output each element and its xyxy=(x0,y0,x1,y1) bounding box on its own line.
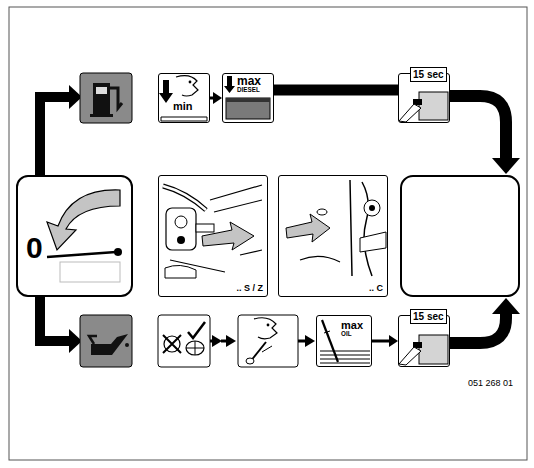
level-label: max DIESEL xyxy=(237,75,273,93)
fuel-tank xyxy=(226,98,270,119)
flow-line xyxy=(221,340,228,343)
pump-body xyxy=(360,232,386,252)
face-profile xyxy=(176,76,198,96)
hand-arrow xyxy=(202,222,254,250)
fuel-level xyxy=(226,98,270,102)
oil-drop xyxy=(125,343,129,347)
dipstick-grip xyxy=(246,358,254,364)
arrow-head xyxy=(492,158,520,174)
step-code: .. C xyxy=(369,284,383,293)
drum xyxy=(186,341,204,355)
down-arrow xyxy=(224,76,235,93)
flow-band xyxy=(40,297,71,341)
item xyxy=(164,336,180,352)
flow-band xyxy=(450,312,506,343)
pipe-line xyxy=(300,256,340,262)
hose xyxy=(163,186,206,210)
level-label: min xyxy=(173,101,193,112)
bolt xyxy=(175,216,187,228)
down-arrow xyxy=(159,80,173,103)
panel xyxy=(419,92,448,120)
timer-box: 15 sec xyxy=(398,315,450,367)
fuel-pump xyxy=(93,83,110,114)
tank-line xyxy=(161,117,207,121)
part-number: 051 268 01 xyxy=(468,378,513,388)
face-profile xyxy=(254,318,277,339)
finger xyxy=(399,104,421,122)
pipe-line xyxy=(170,185,262,272)
eye xyxy=(189,81,192,84)
engine-part xyxy=(350,180,372,276)
oil-level xyxy=(320,351,370,363)
page-frame xyxy=(9,7,527,460)
gauge-arrow xyxy=(47,190,120,250)
cross-mark xyxy=(163,335,181,353)
step-box: min xyxy=(158,73,210,123)
bracket xyxy=(165,265,196,278)
gauge-needle xyxy=(47,252,116,257)
pump-head xyxy=(364,200,380,216)
result-box xyxy=(401,176,519,296)
bleed-screw xyxy=(317,209,327,215)
eye xyxy=(267,324,270,327)
pump-window xyxy=(96,87,107,94)
lever xyxy=(196,224,214,232)
flow-line xyxy=(210,340,214,343)
pump-nut xyxy=(369,205,375,211)
step-box: max OIL xyxy=(316,315,372,367)
pump-nozzle xyxy=(110,88,122,108)
step-code: .. S / Z xyxy=(236,284,263,293)
step-box: max DIESEL xyxy=(222,73,274,123)
illustration-box: .. C xyxy=(278,175,388,297)
hand-arrow xyxy=(286,214,330,242)
flow-arrow xyxy=(372,340,392,343)
level-label: max OIL xyxy=(341,320,371,337)
oil-can-handle xyxy=(89,336,97,344)
illustration-box: .. S / Z xyxy=(158,175,268,297)
filter-housing xyxy=(166,208,196,250)
dipstick-mark xyxy=(262,346,272,352)
gauge-box: 0 xyxy=(16,175,133,297)
panel xyxy=(419,335,448,364)
flow-band xyxy=(40,97,71,175)
blank-field xyxy=(60,262,120,282)
timer-box: 15 sec xyxy=(398,73,450,123)
fuel-icon-box xyxy=(80,73,132,123)
dipstick xyxy=(322,320,338,362)
inspect-box xyxy=(238,315,298,367)
needle-pivot xyxy=(114,248,122,256)
gauge-zero: 0 xyxy=(26,233,43,263)
time-label: 15 sec xyxy=(410,309,447,324)
flow-band xyxy=(450,96,506,160)
hose-inner xyxy=(163,186,206,210)
check-box xyxy=(158,315,210,367)
flow-arrow xyxy=(210,97,216,100)
flow-band xyxy=(274,85,398,96)
bolt xyxy=(177,236,185,244)
pump-base xyxy=(90,114,113,117)
flow-line xyxy=(298,340,306,343)
check-mark xyxy=(188,322,205,338)
dipstick-mark xyxy=(324,331,330,333)
time-label: 15 sec xyxy=(410,67,447,82)
drum-grid xyxy=(186,341,204,355)
arrow-head xyxy=(305,335,315,347)
oil-icon-box xyxy=(80,315,132,367)
arrow-head xyxy=(492,298,520,314)
finger xyxy=(399,347,421,365)
